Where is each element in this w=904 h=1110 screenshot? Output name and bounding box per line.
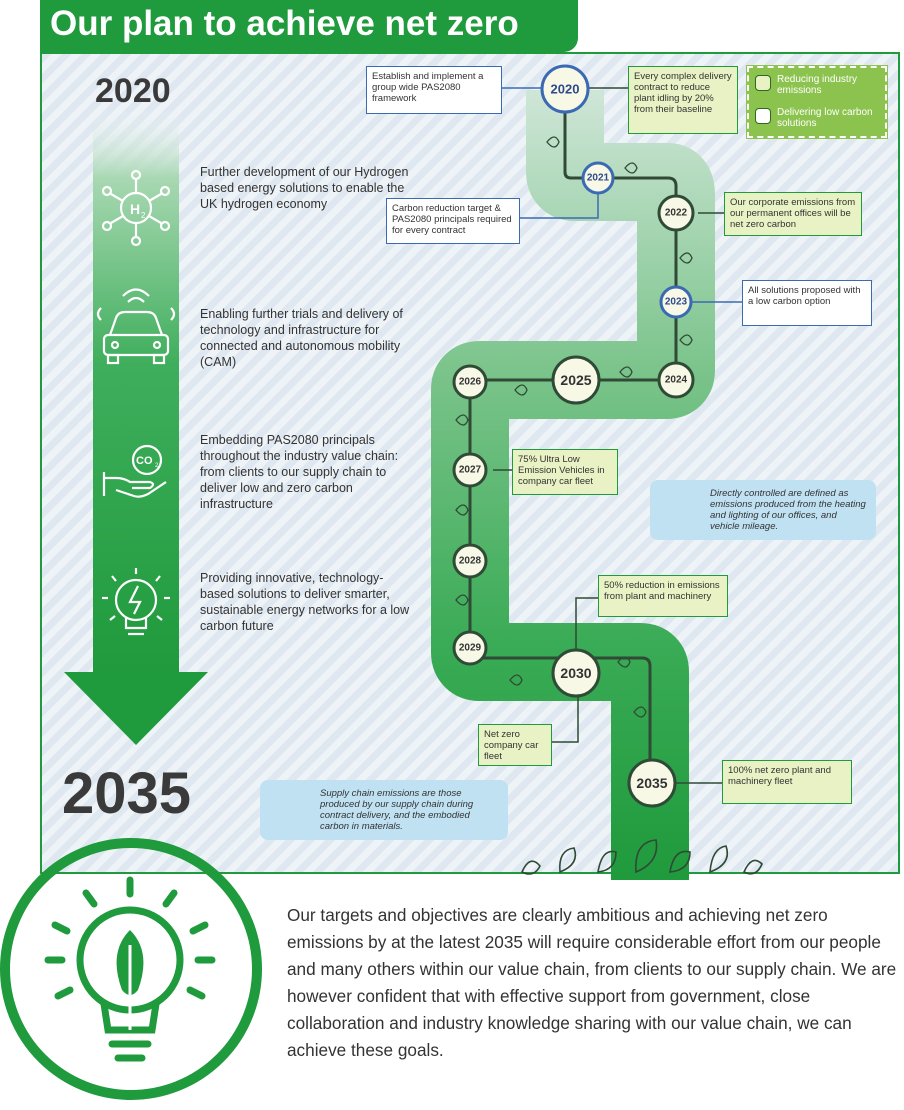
co2-symbol: CO bbox=[136, 455, 153, 467]
note-ulev: 75% Ultra Low Emission Vehicles in compa… bbox=[512, 449, 618, 495]
note-offices: Our corporate emissions from our permane… bbox=[724, 192, 862, 236]
feature-pas2080-text: Embedding PAS2080 principals throughout … bbox=[200, 433, 399, 511]
leaf-decorations bbox=[455, 136, 693, 718]
note-pas2080-framework: Establish and implement a group wide PAS… bbox=[366, 66, 502, 114]
legend-swatch-industry bbox=[755, 75, 771, 91]
energy-bulb-icon bbox=[102, 568, 170, 636]
legend-swatch-low-carbon bbox=[755, 108, 771, 124]
milestone-2022: 2022 bbox=[664, 207, 688, 219]
info-directly-controlled: Directly controlled are defined as emiss… bbox=[650, 480, 876, 540]
milestone-2023: 2023 bbox=[664, 296, 688, 308]
co2-hand-icon bbox=[102, 444, 167, 498]
legend-label-low-carbon: Delivering low carbon solutions bbox=[777, 107, 873, 129]
info-directly-controlled-text: Directly controlled are defined as emiss… bbox=[710, 488, 866, 532]
milestone-2025: 2025 bbox=[560, 372, 592, 388]
milestone-2029: 2029 bbox=[458, 642, 482, 654]
milestone-nodes bbox=[452, 64, 695, 808]
page-title: Our plan to achieve net zero bbox=[50, 4, 519, 43]
milestone-2035: 2035 bbox=[636, 775, 668, 791]
info-supply-chain-text: Supply chain emissions are those produce… bbox=[320, 788, 474, 832]
note-plant-reduction: 50% reduction in emissions from plant an… bbox=[598, 575, 728, 617]
milestone-2030: 2030 bbox=[560, 665, 592, 681]
milestone-2020: 2020 bbox=[550, 81, 580, 97]
legend: Reducing industry emissions Delivering l… bbox=[746, 65, 888, 139]
milestone-2024: 2024 bbox=[664, 374, 688, 386]
co2-subscript: 2 bbox=[155, 463, 159, 469]
milestone-2021: 2021 bbox=[586, 172, 610, 184]
note-solutions: All solutions proposed with a low carbon… bbox=[742, 280, 872, 326]
title-banner bbox=[40, 0, 578, 52]
start-year: 2020 bbox=[95, 72, 171, 110]
milestone-2026: 2026 bbox=[458, 376, 482, 388]
milestone-2028: 2028 bbox=[458, 555, 482, 567]
bulb-circle-frame bbox=[0, 838, 262, 1100]
note-car-fleet: Net zero company car fleet bbox=[478, 724, 552, 766]
note-carbon-target: Carbon reduction target & PAS2080 princi… bbox=[386, 198, 520, 244]
feature-hydrogen-text: Further development of our Hydrogen base… bbox=[200, 165, 409, 211]
end-year: 2035 bbox=[62, 761, 192, 826]
closing-paragraph: Our targets and objectives are clearly a… bbox=[287, 905, 897, 1060]
feature-energy-text: Providing innovative, technology-based s… bbox=[200, 571, 410, 633]
hydrogen-subscript: 2 bbox=[141, 211, 146, 220]
hydrogen-symbol: H bbox=[130, 201, 140, 217]
sprout-leaves bbox=[520, 839, 763, 875]
legend-label-industry: Reducing industry emissions bbox=[777, 74, 858, 96]
info-supply-chain: Supply chain emissions are those produce… bbox=[260, 780, 508, 840]
hydrogen-icon bbox=[101, 169, 171, 247]
feature-cam-text: Enabling further trials and delivery of … bbox=[200, 307, 403, 369]
autonomous-car-icon bbox=[96, 288, 176, 365]
milestone-2027: 2027 bbox=[458, 464, 482, 476]
note-plant-fleet: 100% net zero plant and machinery fleet bbox=[722, 760, 852, 804]
note-plant-idling: Every complex delivery contract to reduc… bbox=[628, 66, 738, 134]
